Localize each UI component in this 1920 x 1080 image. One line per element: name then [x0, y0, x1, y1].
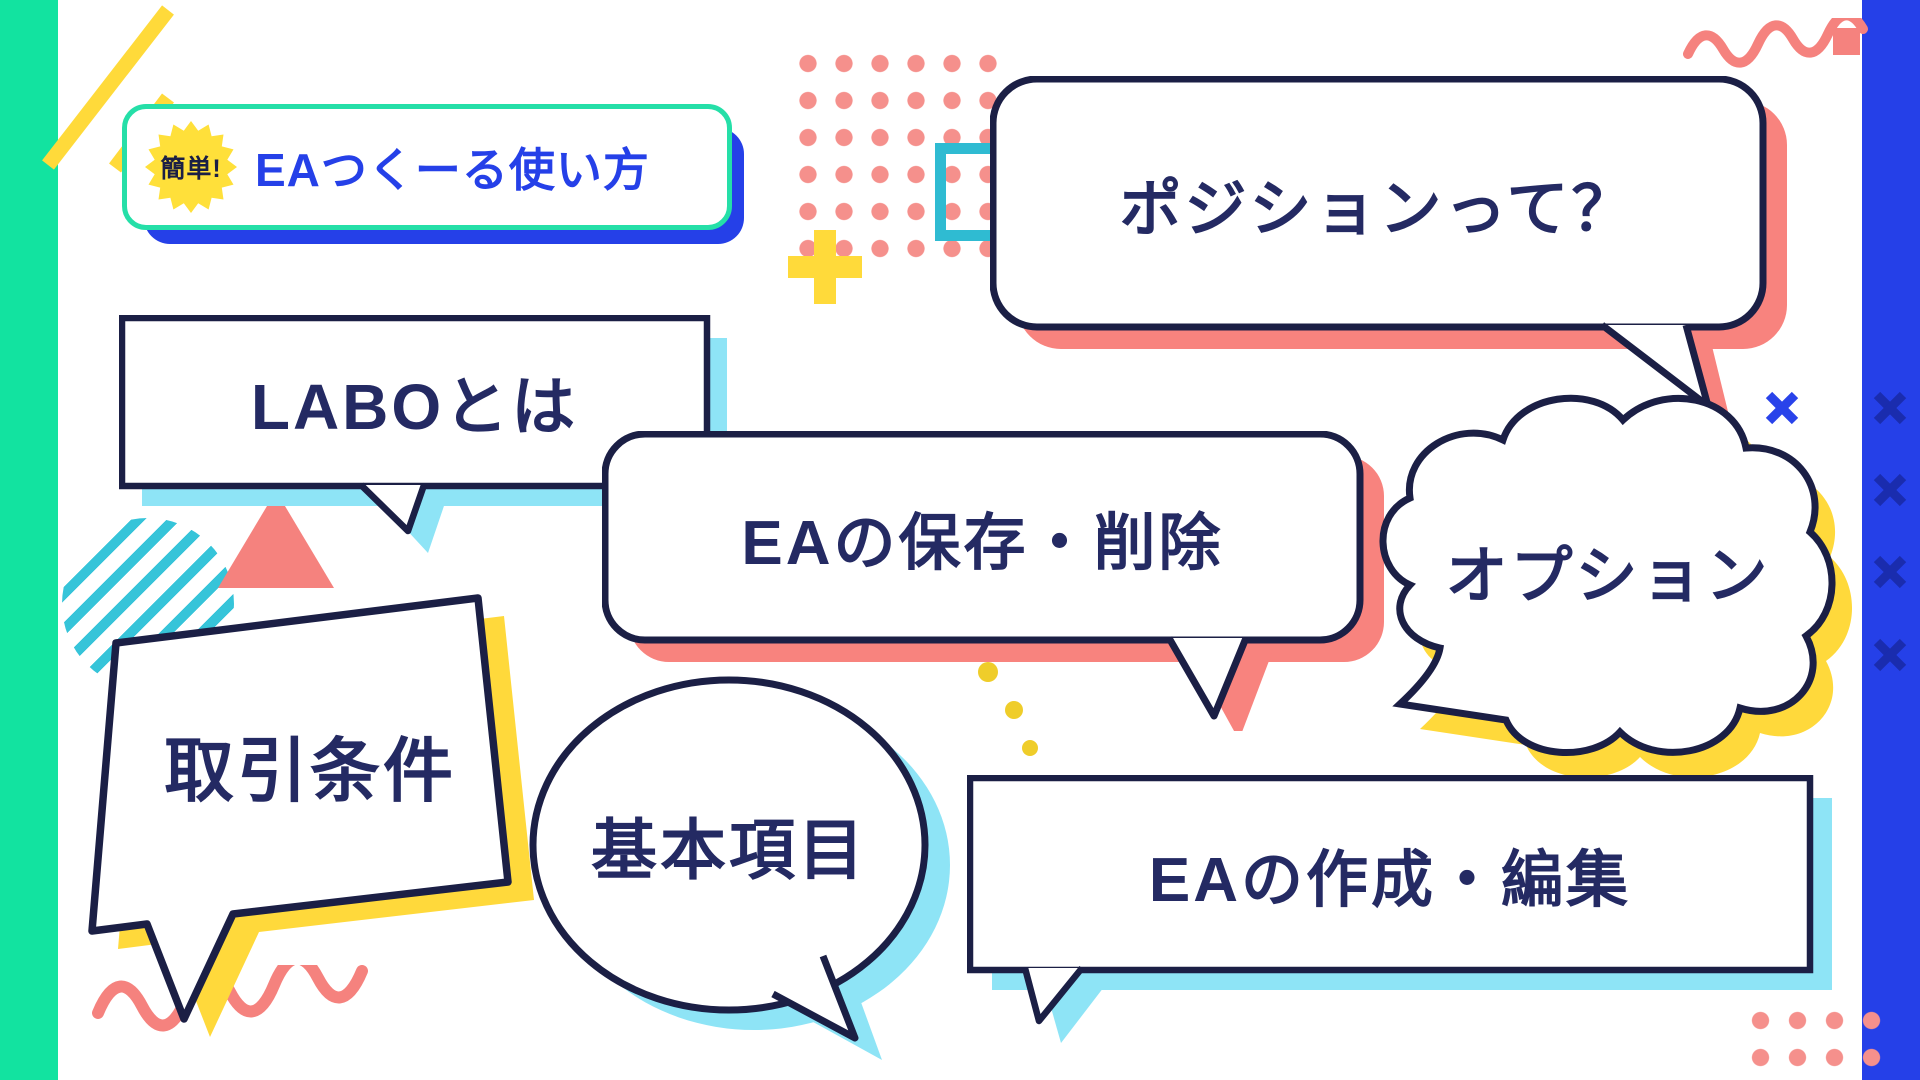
- red-square-icon: [1833, 28, 1860, 55]
- wave-line-top-icon: [1683, 18, 1868, 68]
- bubble-basic: 基本項目: [525, 672, 985, 1080]
- bubble-option-shape: [1379, 394, 1853, 778]
- bubble-basic-shape: [529, 676, 950, 1060]
- bubble-basic-label: 基本項目: [591, 813, 867, 887]
- bubble-create: EAの作成・編集: [967, 775, 1837, 1045]
- bubble-create-shape: [967, 775, 1832, 1043]
- starburst-badge: 簡単!: [141, 117, 241, 217]
- bubble-position-shape: [990, 76, 1787, 426]
- triangle-icon: [218, 491, 334, 588]
- bubble-trade: 取引条件: [80, 590, 560, 1045]
- title-box: 簡単! EAつくーる使い方: [122, 104, 732, 230]
- bubble-save-shape: [602, 431, 1384, 731]
- bubble-save: EAの保存・削除: [602, 431, 1402, 731]
- starburst-icon: [145, 121, 237, 213]
- bubble-save-label: EAの保存・削除: [741, 509, 1224, 578]
- dot-grid-bottom-icon: [1742, 1002, 1894, 1080]
- bubble-position-label: ポジションって？: [1119, 175, 1637, 244]
- bubble-position: ポジションって？: [990, 76, 1810, 426]
- bubble-trade-shape: [88, 594, 534, 1037]
- bubble-create-label: EAの作成・編集: [1148, 846, 1632, 915]
- bubble-trade-label: 取引条件: [164, 731, 456, 810]
- badge-label: 簡単!: [160, 155, 222, 183]
- plus-icon: [788, 230, 862, 304]
- yellow-dots-icon: [978, 662, 1038, 756]
- left-edge-bar: [0, 0, 58, 1080]
- right-edge-bar: [1862, 0, 1920, 1080]
- bubble-labo-label: LABOとは: [250, 371, 579, 443]
- bubble-option-label: オプション: [1445, 542, 1771, 611]
- page-title: EAつくーる使い方: [255, 144, 650, 196]
- title-block: 簡単! EAつくーる使い方: [122, 104, 802, 274]
- bubble-option: オプション: [1358, 360, 1878, 805]
